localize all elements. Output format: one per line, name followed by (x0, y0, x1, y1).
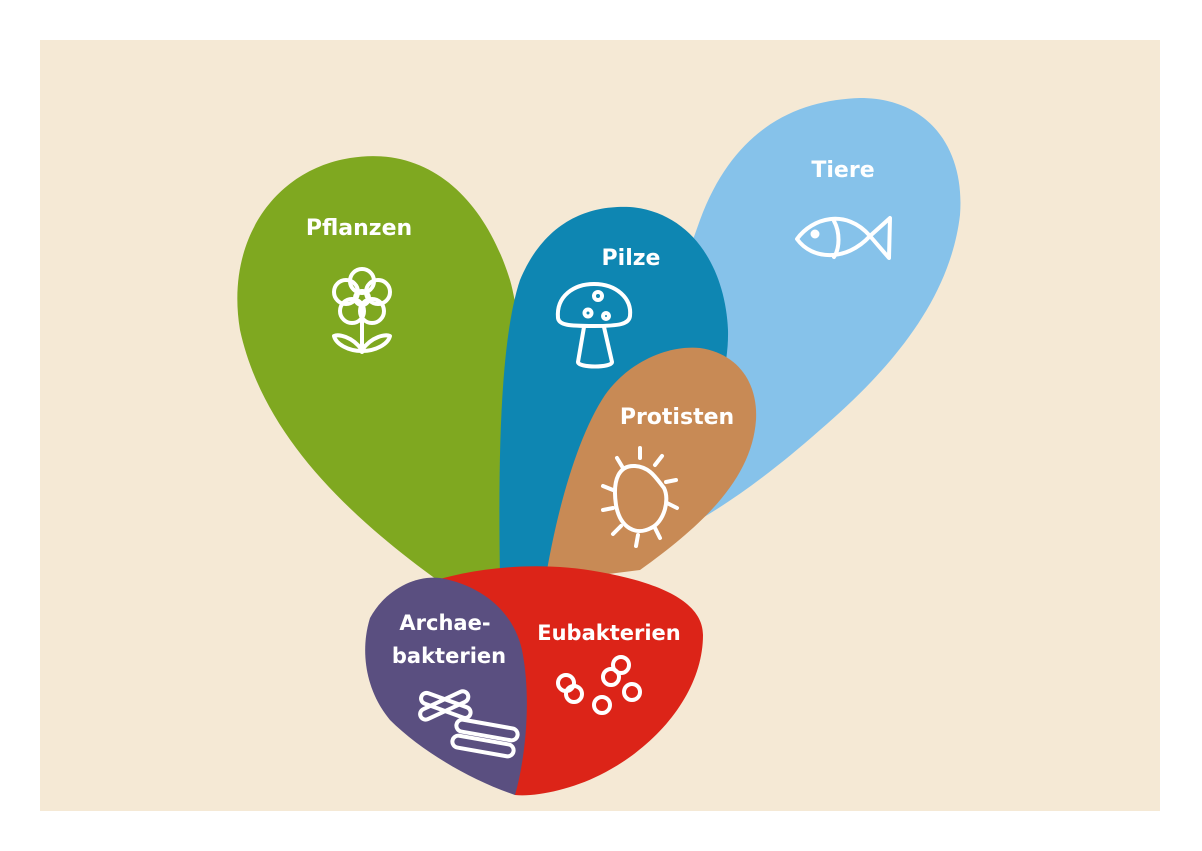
label-pilze: Pilze (602, 246, 661, 271)
label-tiere: Tiere (811, 158, 874, 183)
petal-protisten (545, 347, 757, 582)
mushroom-icon (555, 282, 633, 369)
petal-pflanzen (237, 156, 520, 582)
protist-cell-icon (601, 446, 679, 548)
label-protisten: Protisten (620, 405, 734, 430)
rod-bacteria-icon (418, 689, 520, 759)
fish-icon (795, 216, 892, 260)
cocci-bacteria-icon (556, 655, 642, 715)
label-pflanzen: Pflanzen (306, 216, 412, 241)
label-archaebakterien-line1: Archae- (399, 611, 490, 635)
flower-icon (332, 267, 392, 354)
label-archaebakterien-line2: bakterien (392, 644, 506, 668)
label-eubakterien: Eubakterien (537, 621, 681, 645)
